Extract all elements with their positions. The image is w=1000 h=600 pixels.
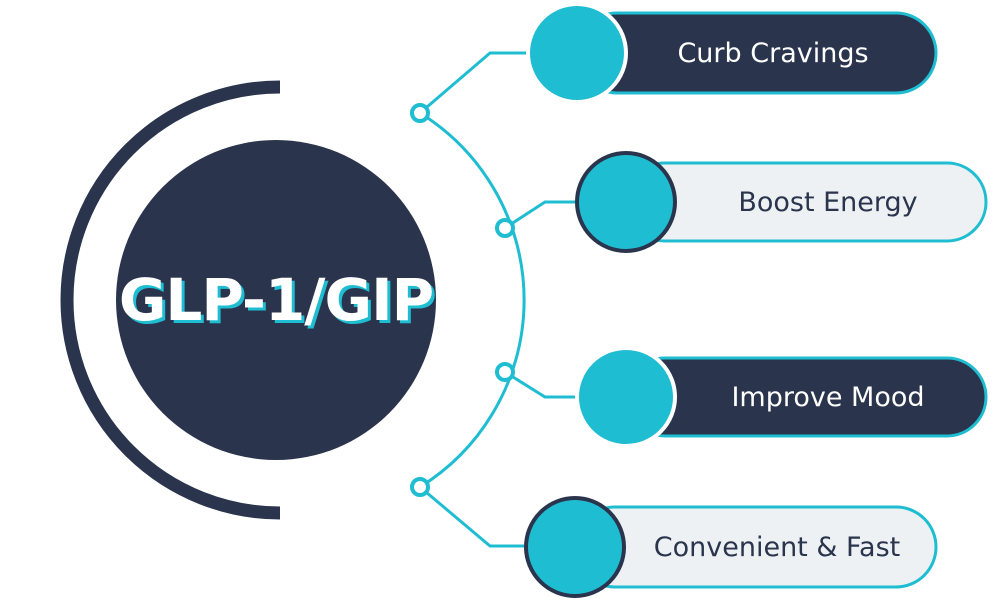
connector-line-3 xyxy=(504,370,578,399)
benefit-badge-1 xyxy=(526,2,628,104)
outer-arc xyxy=(60,80,281,520)
connector-arc xyxy=(419,111,526,489)
center-circle xyxy=(116,140,436,460)
connector-line-2 xyxy=(504,200,578,230)
connector-node-2 xyxy=(495,218,515,238)
benefit-label-2: Boost Energy xyxy=(738,187,917,218)
connector-line-1 xyxy=(419,51,530,115)
benefit-item-curb-cravings: Curb Cravings xyxy=(526,2,938,104)
benefit-label-1: Curb Cravings xyxy=(677,38,868,69)
benefit-item-boost-energy: Boost Energy xyxy=(575,151,988,253)
connector-node-4 xyxy=(410,477,430,497)
connector-node-3 xyxy=(495,362,515,382)
benefit-badge-4 xyxy=(524,496,626,598)
benefit-badge-3 xyxy=(575,346,677,448)
benefit-item-improve-mood: Improve Mood xyxy=(575,346,988,448)
center-title-shadow: GLP-1/GIP xyxy=(122,269,436,337)
benefit-item-convenient-fast: Convenient & Fast xyxy=(524,496,938,598)
connector-line-4 xyxy=(419,485,528,548)
benefit-label-3: Improve Mood xyxy=(731,382,924,413)
benefit-badge-2 xyxy=(575,151,677,253)
benefit-label-4: Convenient & Fast xyxy=(654,532,900,563)
connector-node-1 xyxy=(410,103,430,123)
center-title: GLP-1/GIP xyxy=(119,266,433,334)
